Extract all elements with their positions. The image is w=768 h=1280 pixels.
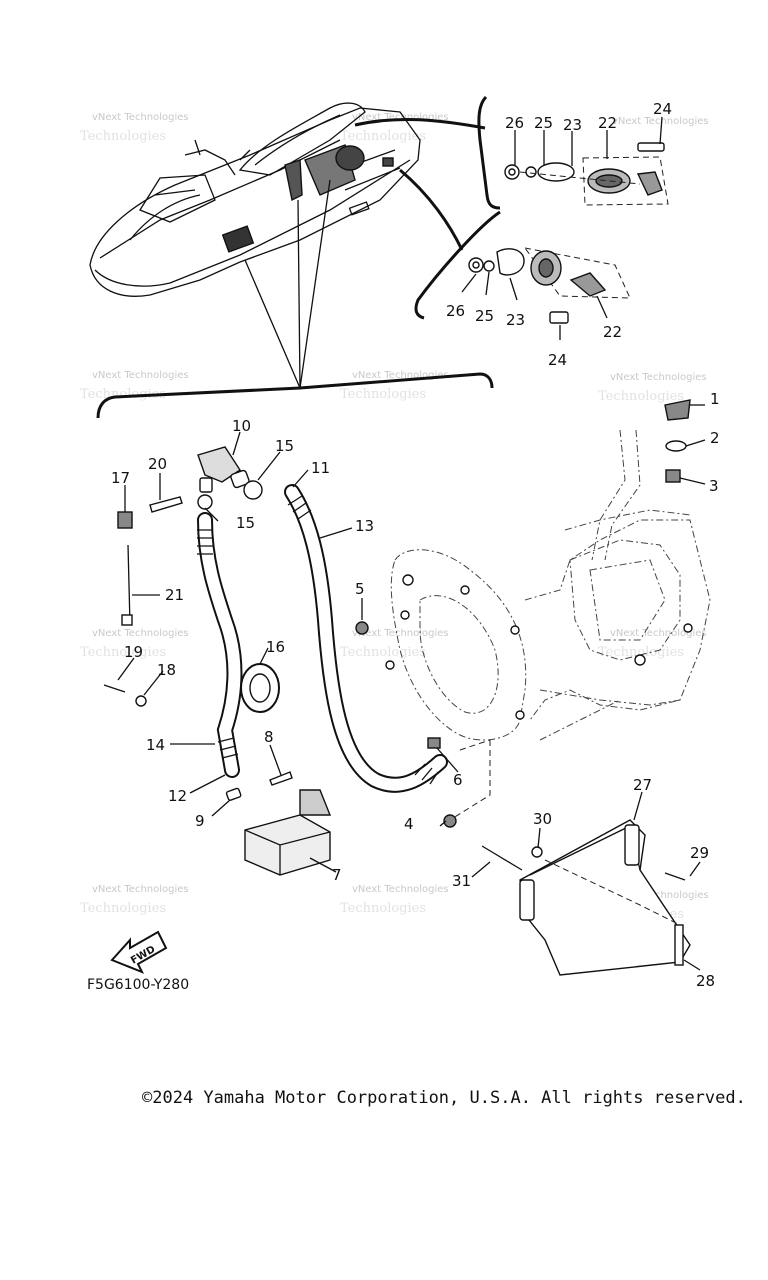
watermark: Technologies (80, 387, 166, 402)
callout-25: 25 (534, 114, 553, 132)
callout-28: 28 (696, 972, 715, 990)
callout-23: 23 (563, 116, 582, 134)
watermark: vNext Technologies (612, 890, 709, 901)
copyright-notice: ©2024 Yamaha Motor Corporation, U.S.A. A… (142, 1088, 746, 1108)
callout-24: 24 (653, 100, 672, 118)
watermark: Technologies (340, 901, 426, 916)
callout-9: 9 (195, 812, 205, 830)
watermarks: vNext Technologies Technologies vNext Te… (80, 112, 709, 922)
detail-group-upper (504, 116, 669, 206)
watermark: vNext Technologies (612, 116, 709, 127)
watermark: vNext Technologies (610, 628, 707, 639)
watercraft-overview (89, 95, 501, 419)
watermark: Technologies (598, 645, 684, 660)
watermark: vNext Technologies (92, 112, 189, 123)
callout-22: 22 (603, 323, 622, 341)
watermark: vNext Technologies (610, 372, 707, 383)
callout-15: 15 (236, 514, 255, 532)
callout-31: 31 (452, 872, 471, 890)
cover-plate (481, 819, 691, 976)
callout-1: 1 (710, 390, 720, 408)
forward-arrow-icon: FWD (110, 930, 168, 974)
callout-19: 19 (124, 643, 143, 661)
diagram-code: F5G6100-Y280 (87, 977, 190, 993)
callout-27: 27 (633, 776, 652, 794)
watermark: vNext Technologies (92, 628, 189, 639)
watermark: vNext Technologies (352, 370, 449, 381)
watermark: Technologies (80, 129, 166, 144)
watermark: Technologies (598, 389, 684, 404)
callout-5: 5 (355, 580, 365, 598)
detail-group-lower (461, 247, 631, 340)
watermark: Technologies (80, 645, 166, 660)
callout-6: 6 (453, 771, 463, 789)
callout-30: 30 (533, 810, 552, 828)
callout-25: 25 (475, 307, 494, 325)
callout-11: 11 (311, 459, 330, 477)
callout-10: 10 (232, 417, 251, 435)
callout-20: 20 (148, 455, 167, 473)
callout-12: 12 (168, 787, 187, 805)
callout-3: 3 (709, 477, 719, 495)
callout-labels: 26 25 23 22 24 26 25 23 22 24 1 2 3 10 1… (111, 100, 720, 990)
watermark: vNext Technologies (352, 884, 449, 895)
callout-22: 22 (598, 114, 617, 132)
callout-26: 26 (446, 302, 465, 320)
callout-24: 24 (548, 351, 567, 369)
watermark: vNext Technologies (92, 884, 189, 895)
callout-18: 18 (157, 661, 176, 679)
callout-leaders (117, 404, 706, 971)
callout-2: 2 (710, 429, 720, 447)
watermark: vNext Technologies (352, 112, 449, 123)
callout-8: 8 (264, 728, 274, 746)
callout-15: 15 (275, 437, 294, 455)
callout-29: 29 (690, 844, 709, 862)
callout-21: 21 (165, 586, 184, 604)
callout-26: 26 (505, 114, 524, 132)
watermark: Technologies (340, 645, 426, 660)
jet-pump-housing (385, 429, 711, 821)
watermark: Technologies (340, 387, 426, 402)
callout-14: 14 (146, 736, 165, 754)
hose-assembly (103, 399, 691, 876)
callout-17: 17 (111, 469, 130, 487)
callout-4: 4 (404, 815, 414, 833)
callout-13: 13 (355, 517, 374, 535)
callout-7: 7 (332, 866, 342, 884)
callout-23: 23 (506, 311, 525, 329)
watermark: Technologies (340, 129, 426, 144)
watermark: Technologies (80, 901, 166, 916)
callout-16: 16 (266, 638, 285, 656)
watermark: vNext Technologies (352, 628, 449, 639)
watermark: vNext Technologies (92, 370, 189, 381)
